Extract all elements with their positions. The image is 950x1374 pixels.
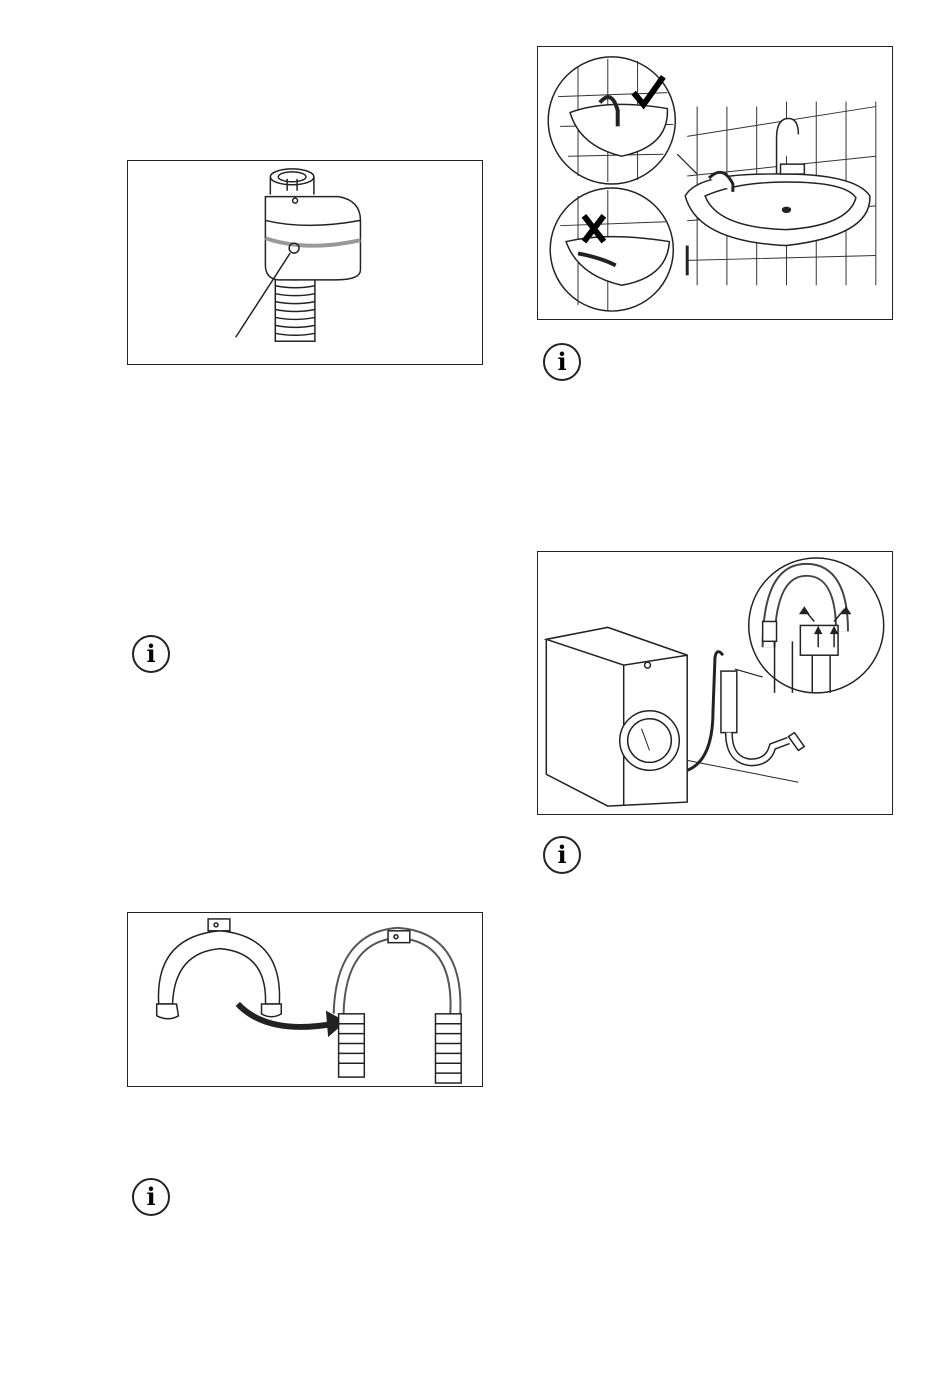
hose-guide-clip-illustration	[128, 161, 482, 364]
sink-drain-correct-incorrect-illustration	[538, 47, 892, 319]
info-glyph: i	[131, 634, 171, 674]
info-glyph: i	[542, 342, 582, 382]
drain-to-standpipe-figure	[537, 551, 893, 815]
drain-in-sink-figure	[537, 46, 893, 320]
info-icon: i	[542, 835, 582, 875]
info-icon: i	[131, 1177, 171, 1217]
info-glyph: i	[542, 835, 582, 875]
info-icon: i	[131, 634, 171, 674]
info-icon: i	[542, 342, 582, 382]
fit-u-guide-figure	[127, 912, 483, 1087]
u-piece-onto-hose-illustration	[128, 913, 482, 1086]
info-glyph: i	[131, 1177, 171, 1217]
washing-machine-standpipe-illustration	[538, 552, 892, 814]
hose-guide-clip-figure	[127, 160, 483, 365]
